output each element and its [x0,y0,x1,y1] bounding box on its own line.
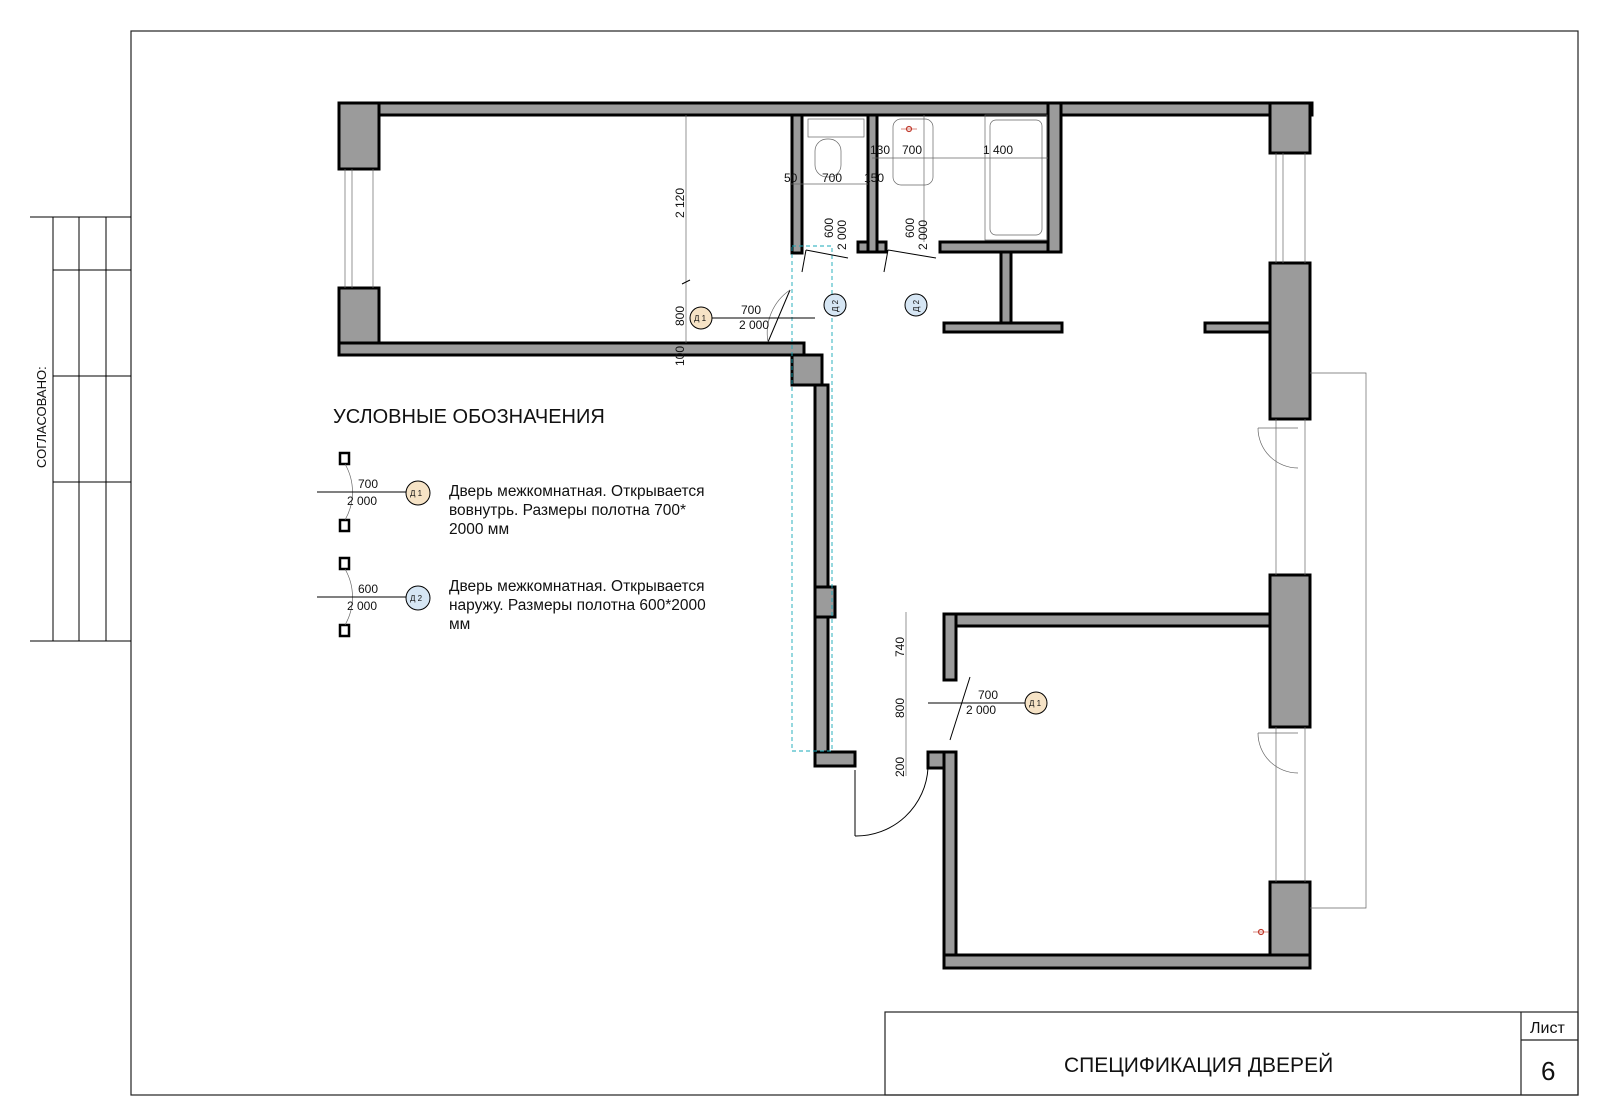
sanitary-fixtures [807,114,1048,242]
legend-item-1: Д 1 700 2 000 Дверь межкомнатная. Открыв… [317,451,705,538]
svg-text:600: 600 [822,218,836,238]
legend-title: УСЛОВНЫЕ ОБОЗНАЧЕНИЯ [333,406,605,428]
legend-item-1-line1: Дверь межкомнатная. Открывается [449,483,705,500]
legend-item-1-line3: 2000 мм [449,521,509,538]
dim-bath-mid: 700 [902,143,922,157]
dim-bath-left: 130 [870,143,890,157]
legend-item-1-line2: вовнутрь. Размеры полотна 700* [449,502,686,519]
svg-text:2 000: 2 000 [966,703,996,717]
sheet-number: 6 [1541,1056,1555,1086]
door-tag-3-label: Д 2 [912,299,921,312]
dim-room1-door: 800 [673,306,687,326]
dim-wc-width: 700 [822,171,842,185]
door-tag-3: Д 2 600 2 000 [903,218,930,317]
door-tag-2-label: Д 2 [831,299,840,312]
dim-room2-top: 740 [893,637,907,657]
sheet-frame [130,30,1579,1096]
walls [337,101,1314,970]
approval-label: СОГЛАСОВАНО: [34,366,49,468]
svg-text:Д 2: Д 2 [410,594,423,603]
room3-dimensions: 740 800 200 [893,612,907,777]
legend: УСЛОВНЫЕ ОБОЗНАЧЕНИЯ Д 1 700 2 000 Дверь… [317,406,706,638]
svg-text:600: 600 [903,218,917,238]
dim-room1-bottom: 100 [673,346,687,366]
room1-dimensions: 2 120 800 100 [673,115,691,366]
svg-text:600: 600 [358,582,378,596]
legend-item-2: Д 2 600 2 000 Дверь межкомнатная. Открыв… [317,556,706,638]
svg-text:Д 1: Д 1 [410,489,423,498]
legend-item-2-line2: наружу. Размеры полотна 600*2000 [449,597,706,614]
svg-text:700: 700 [978,688,998,702]
stamp-title: СПЕЦИФИКАЦИЯ ДВЕРЕЙ [1064,1053,1333,1077]
wc-dimensions: 50 700 150 130 700 1 400 [784,143,1048,185]
dim-wc-right: 150 [864,171,884,185]
svg-text:2 000: 2 000 [835,220,849,250]
dim-room1-height: 2 120 [673,188,687,218]
svg-text:700: 700 [358,477,378,491]
svg-text:2 000: 2 000 [916,220,930,250]
sheet-label: Лист [1530,1020,1565,1037]
door-tag-4-label: Д 1 [1029,699,1042,708]
title-stamp: СПЕЦИФИКАЦИЯ ДВЕРЕЙ Лист 6 [884,1011,1579,1096]
dim-room2-bottom: 200 [893,757,907,777]
door-swings [766,249,971,837]
svg-text:2 000: 2 000 [347,494,377,508]
approval-table: СОГЛАСОВАНО: [30,216,131,642]
svg-text:700: 700 [741,303,761,317]
legend-item-2-line3: мм [449,616,470,633]
dim-bath-tub: 1 400 [983,143,1013,157]
dim-wc-left: 50 [784,171,798,185]
door-tag-4: Д 1 700 2 000 [928,688,1048,717]
dim-room2-door: 800 [893,698,907,718]
legend-item-2-line1: Дверь межкомнатная. Открывается [449,578,705,595]
windows [344,153,1367,909]
door-tag-1-label: Д 1 [694,314,707,323]
door-tag-1: Д 1 700 2 000 [689,303,815,332]
svg-text:2 000: 2 000 [739,318,769,332]
reference-markers [901,125,1269,936]
svg-text:2 000: 2 000 [347,599,377,613]
door-tag-2: Д 2 600 2 000 [822,218,849,317]
